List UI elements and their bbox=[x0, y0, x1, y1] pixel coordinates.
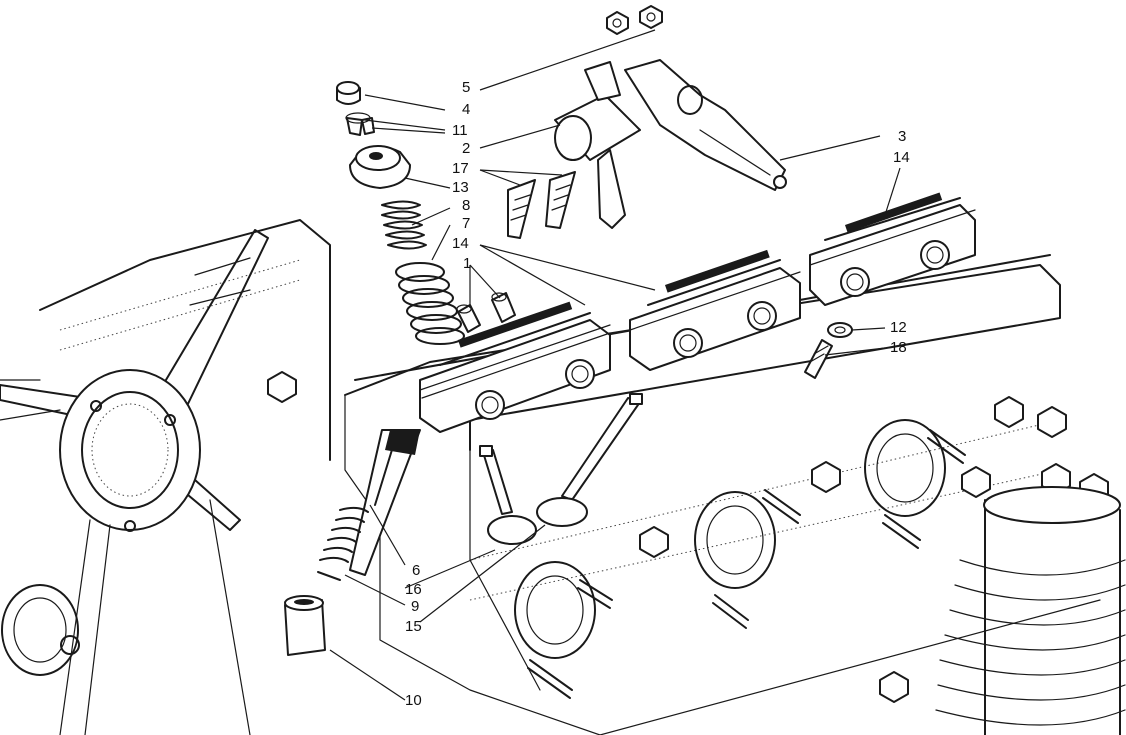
callout-2: 2 bbox=[462, 140, 471, 157]
studs-17 bbox=[507, 171, 576, 239]
cap-4 bbox=[336, 81, 361, 105]
callout-14-right: 14 bbox=[893, 149, 910, 166]
rocker-pedestal-1 bbox=[419, 301, 611, 433]
callout-13: 13 bbox=[452, 179, 469, 196]
stud-18 bbox=[804, 339, 833, 379]
rocker-arm-3 bbox=[624, 59, 787, 191]
rocker-pedestal-3 bbox=[809, 192, 976, 306]
callout-6: 6 bbox=[412, 562, 421, 579]
engine-block-background bbox=[0, 219, 1126, 735]
callout-1: 1 bbox=[463, 255, 472, 272]
callout-14-left: 14 bbox=[452, 235, 469, 252]
callout-9: 9 bbox=[411, 598, 420, 615]
callout-11: 11 bbox=[452, 122, 468, 139]
outer-spring-7 bbox=[395, 262, 465, 345]
exhaust-port-3 bbox=[864, 419, 946, 517]
callout-17: 17 bbox=[452, 160, 469, 177]
exhaust-port-2 bbox=[694, 491, 776, 589]
callout-16: 16 bbox=[405, 581, 422, 598]
manifold-studs bbox=[527, 429, 966, 699]
callout-3: 3 bbox=[898, 128, 907, 145]
callout-4: 4 bbox=[462, 101, 471, 118]
callout-7: 7 bbox=[462, 215, 471, 232]
spring-cap-13 bbox=[349, 145, 411, 189]
callout-18: 18 bbox=[890, 339, 907, 356]
tappet-10 bbox=[284, 595, 326, 656]
head-nuts bbox=[267, 371, 1109, 703]
tappet-spring-9 bbox=[317, 506, 369, 581]
rocker-pedestal-2 bbox=[629, 249, 801, 371]
valve-guide-6 bbox=[349, 429, 421, 576]
bushes-1 bbox=[456, 292, 516, 333]
callout-15: 15 bbox=[405, 618, 422, 635]
oil-filter-canister bbox=[935, 486, 1126, 735]
callout-12: 12 bbox=[890, 319, 907, 336]
small-parts bbox=[284, 5, 853, 656]
washer-12 bbox=[827, 322, 853, 338]
rocker-pedestals bbox=[419, 192, 976, 433]
nut-pair-5 bbox=[606, 5, 663, 35]
callout-10: 10 bbox=[405, 692, 422, 709]
leader-lines bbox=[329, 29, 901, 701]
exhaust-port-1 bbox=[514, 561, 596, 659]
rocker-arms bbox=[554, 59, 787, 229]
valve-15 bbox=[536, 393, 643, 527]
callout-8: 8 bbox=[462, 197, 471, 214]
inner-spring-8 bbox=[381, 200, 427, 250]
callout-5: 5 bbox=[462, 79, 471, 96]
valve-16 bbox=[479, 445, 537, 545]
collets-11 bbox=[345, 112, 375, 136]
rocker-arm-2 bbox=[554, 61, 641, 229]
